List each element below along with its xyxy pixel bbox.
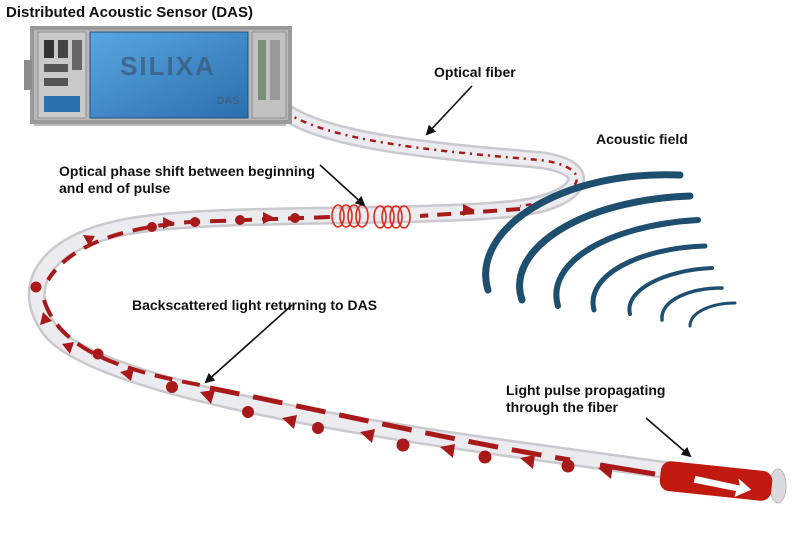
optical-fiber-label: Optical fiber: [434, 64, 516, 80]
device-brand: SILIXA: [120, 51, 216, 81]
light-pulse-label: Light pulse propagating through the fibe…: [506, 382, 665, 416]
acoustic-field-label: Acoustic field: [596, 131, 688, 147]
acoustic-field-waves: [482, 171, 737, 328]
phase-shift-line1: Optical phase shift between beginning: [59, 163, 315, 179]
callout-arrows: [204, 85, 692, 458]
phase-shift-line2: and end of pulse: [59, 180, 171, 196]
light-pulse: [659, 461, 773, 501]
phase-shift-label: Optical phase shift between beginning an…: [59, 163, 315, 197]
das-device: SILIXA DAS: [24, 26, 292, 126]
backscattered-label: Backscattered light returning to DAS: [132, 297, 378, 313]
phase-shift-coils: [331, 204, 411, 229]
das-title: Distributed Acoustic Sensor (DAS): [6, 4, 253, 21]
device-model: DAS: [216, 95, 239, 107]
light-pulse-line2: through the fiber: [506, 399, 618, 415]
backscatter-arrows: [30, 204, 656, 479]
light-pulse-line1: Light pulse propagating: [506, 382, 666, 398]
